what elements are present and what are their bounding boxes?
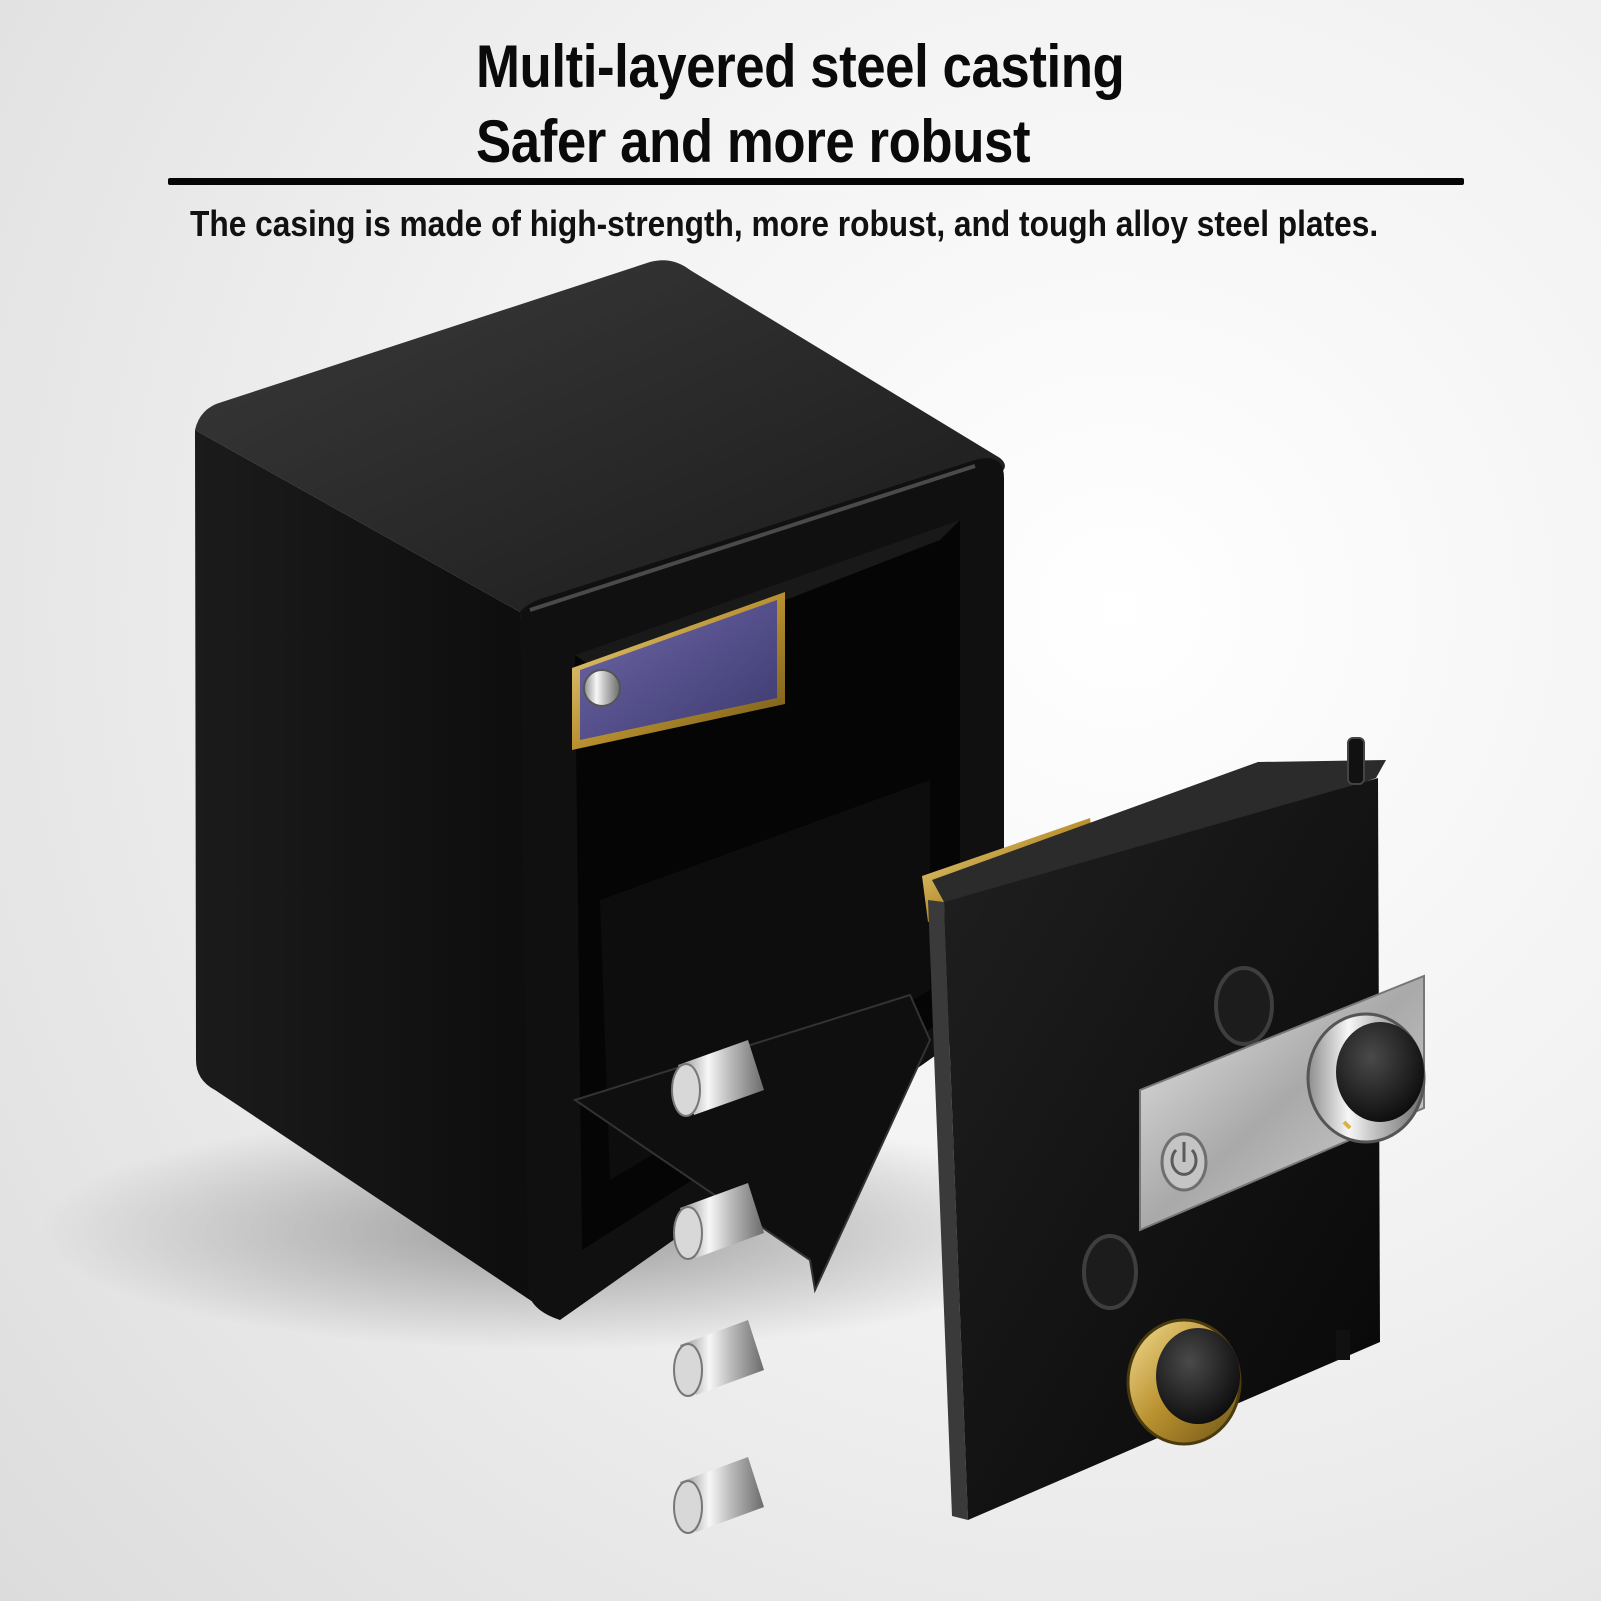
- steel-bolt: [673, 1183, 764, 1260]
- door-top-edge: [932, 760, 1386, 902]
- door-rivet: [1082, 1234, 1138, 1310]
- steel-bolt: [671, 1040, 764, 1117]
- steel-bolt: [673, 1320, 764, 1397]
- description-text: The casing is made of high-strength, mor…: [190, 203, 1379, 244]
- inner-shelf: [572, 993, 932, 1294]
- headline-line-1: Multi-layered steel casting: [476, 33, 1125, 100]
- door-rivet: [1214, 966, 1274, 1046]
- headline-line-2: Safer and more robust: [476, 108, 1031, 175]
- power-icon: [1160, 1132, 1208, 1192]
- inner-lock-panel: [580, 600, 777, 740]
- inner-bolt: [583, 669, 621, 707]
- combination-dial: [1126, 1318, 1242, 1446]
- steel-bolt: [673, 1457, 764, 1534]
- key-lock-knob: [1306, 1012, 1426, 1144]
- door-pin: [1347, 737, 1365, 785]
- safe-side-panel: [195, 430, 560, 1320]
- title-divider: [168, 178, 1464, 185]
